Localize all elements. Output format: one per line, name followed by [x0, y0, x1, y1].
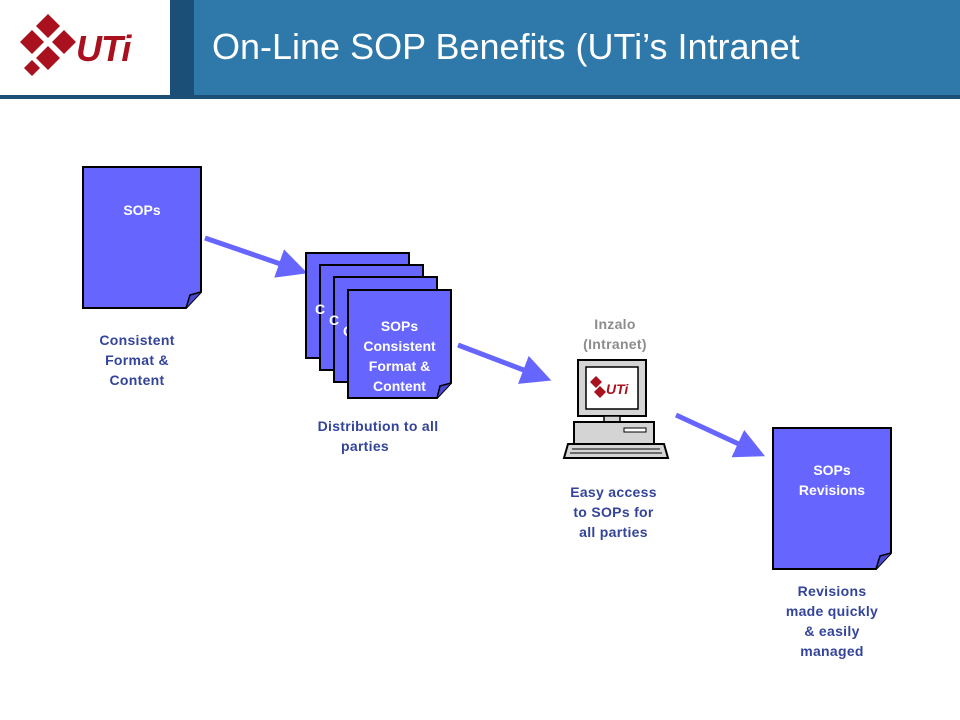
computer-screen-logo: UTi: [606, 381, 629, 397]
caption-line: Easy access: [570, 484, 657, 500]
page-title: On-Line SOP Benefits (UTi’s Intranet: [212, 26, 800, 67]
caption-line: made quickly: [785, 603, 879, 619]
caption-line: Distribution to all: [317, 418, 439, 434]
label-line: Consistent: [363, 338, 436, 354]
label-line: Format &: [368, 358, 431, 374]
caption-line: Format &: [105, 352, 169, 368]
label-line: (Intranet): [583, 336, 647, 352]
logo-area: UTi: [0, 0, 170, 95]
caption-line: Content: [109, 372, 165, 388]
arrow-icon: [457, 342, 552, 384]
label-line: Inzalo: [594, 316, 636, 332]
sop-document: SOPs: [82, 166, 202, 309]
sop-caption: Consistent Format & Content: [82, 330, 192, 390]
computer-icon: UTi: [562, 359, 670, 459]
computer-label: Inzalo (Intranet): [560, 314, 670, 354]
label-line: Revisions: [798, 482, 866, 498]
logo-text: UTi: [76, 28, 131, 69]
label-line: Content: [373, 378, 426, 394]
sop-document-label: SOPs: [123, 202, 161, 218]
caption-line: all parties: [579, 524, 648, 540]
revisions-document: SOPs Revisions: [772, 427, 892, 570]
svg-text:C: C: [329, 312, 339, 328]
revisions-caption: Revisions made quickly & easily managed: [772, 581, 892, 661]
document-icon: [772, 427, 892, 570]
uti-logo-icon: [20, 14, 76, 76]
label-line: SOPs: [380, 318, 419, 334]
svg-text:C: C: [315, 301, 325, 317]
caption-line: managed: [800, 643, 864, 659]
document-icon: [82, 166, 202, 309]
stack-document-label: SOPs Consistent Format & Content: [347, 316, 452, 396]
computer-caption: Easy access to SOPs for all parties: [556, 482, 671, 542]
caption-line: Revisions: [797, 583, 867, 599]
arrow-icon: [204, 235, 308, 278]
header-divider: [0, 95, 960, 99]
arrow-icon: [674, 412, 766, 458]
revisions-document-label: SOPs Revisions: [772, 460, 892, 500]
header-stripe: [170, 0, 194, 95]
label-line: SOPs: [813, 462, 851, 478]
caption-line: & easily: [804, 623, 860, 639]
caption-line: Consistent: [99, 332, 175, 348]
document-stack-icon: C C C SOPs Consistent Format & Content: [305, 252, 455, 402]
caption-line: to SOPs for: [573, 504, 654, 520]
stack-caption: Distribution to all parties: [298, 416, 468, 456]
stack-front-document: SOPs Consistent Format & Content: [347, 289, 452, 399]
caption-line: parties: [341, 438, 390, 454]
